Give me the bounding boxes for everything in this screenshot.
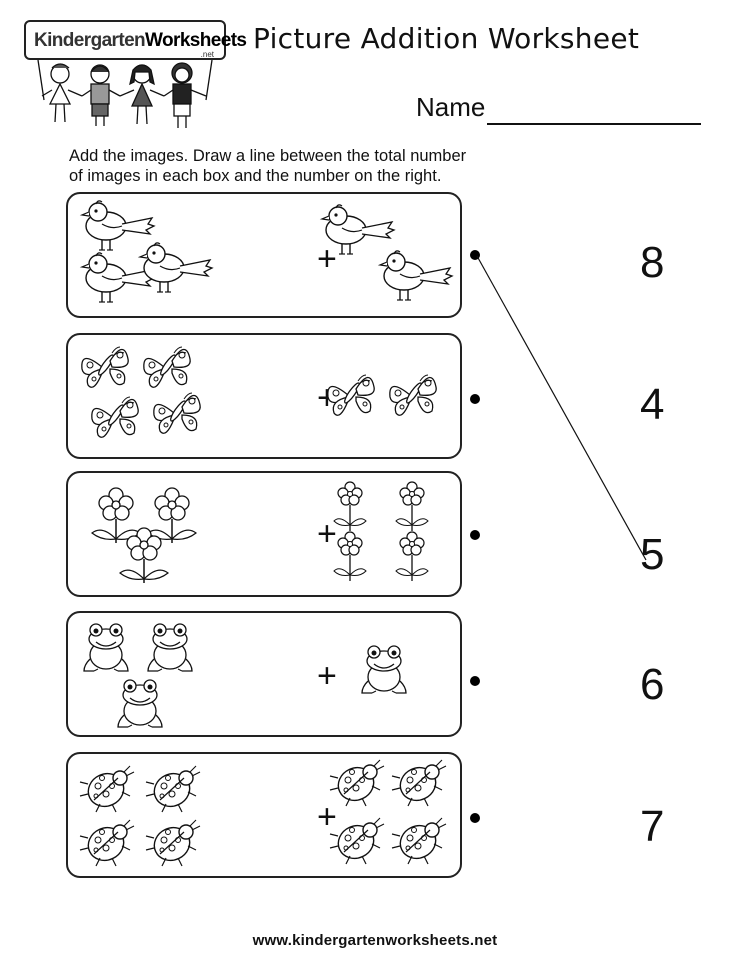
plus-sign: + [317,515,337,553]
answer-option-1[interactable]: 8 [640,238,665,287]
instructions: Add the images. Draw a line between the … [69,146,549,186]
answer-option-5[interactable]: 7 [640,802,665,851]
plus-sign: + [317,240,337,278]
logo-net: .net [200,50,214,59]
page-title: Picture Addition Worksheet [253,22,640,55]
answer-dot-1[interactable] [470,250,480,260]
answer-dot-2[interactable] [470,394,480,404]
problem-box-5: + [66,752,462,878]
logo: KindergartenWorksheets .net [22,20,247,64]
answer-option-4[interactable]: 6 [640,660,665,709]
problem-box-4: + [66,611,462,737]
answer-option-3[interactable]: 5 [640,530,665,579]
plus-sign: + [317,657,337,695]
name-label: Name [416,92,486,122]
instruction-line-2: of images in each box and the number on … [69,167,442,185]
answer-dot-4[interactable] [470,676,480,686]
problem-box-1: + [66,192,462,318]
footer-url[interactable]: www.kindergartenworksheets.net [252,932,498,949]
instruction-line-1: Add the images. Draw a line between the … [69,147,467,165]
answer-dot-5[interactable] [470,813,480,823]
problem-box-3: + [66,471,462,597]
name-field-line[interactable] [487,123,701,125]
logo-sign: KindergartenWorksheets .net [24,20,247,60]
plus-sign: + [317,798,337,836]
answer-option-2[interactable]: 4 [640,380,665,429]
problem-box-2: + [66,333,462,459]
answer-dot-3[interactable] [470,530,480,540]
logo-text: KindergartenWorksheets [34,30,247,51]
kids-holding-sign-icon [37,59,213,128]
